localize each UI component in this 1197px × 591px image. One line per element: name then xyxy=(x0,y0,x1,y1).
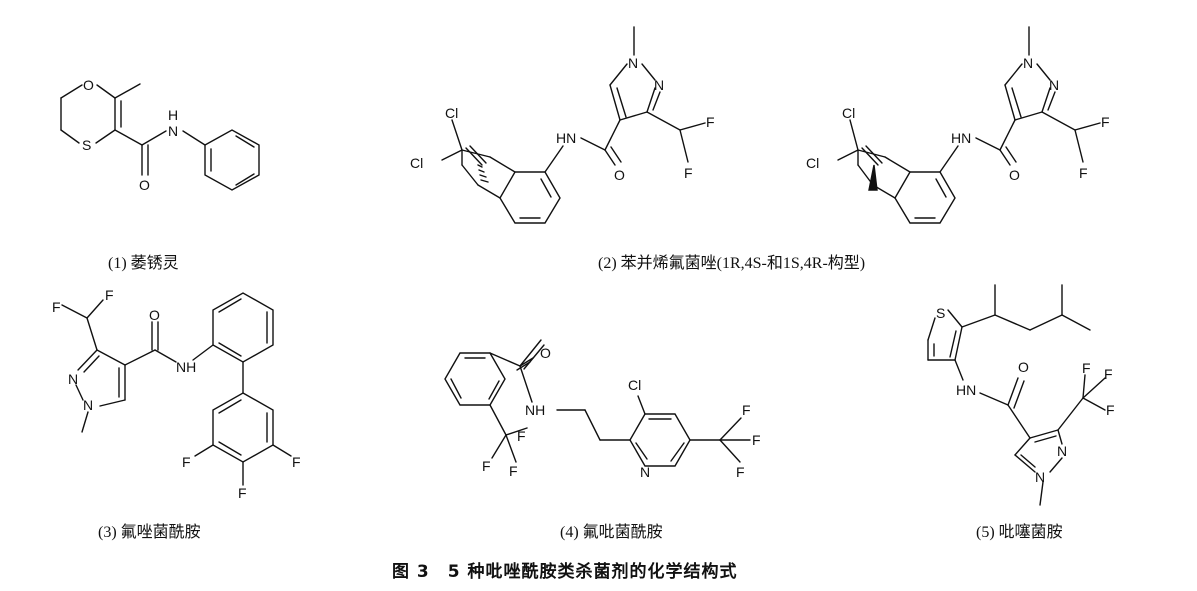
atom-o: O xyxy=(540,345,551,361)
atom-f: F xyxy=(1082,360,1091,376)
atom-f: F xyxy=(742,402,751,418)
atom-n: N xyxy=(654,77,664,93)
atom-nh: NH xyxy=(176,359,196,375)
label-benzovindiflupyr: (2) 苯并烯氟菌唑(1R,4S-和1S,4R-构型) xyxy=(598,255,866,272)
atom-n: N xyxy=(68,371,78,387)
atom-f: F xyxy=(238,485,247,501)
atom-h: H xyxy=(168,107,178,123)
atom-cl: Cl xyxy=(628,377,641,393)
atom-o: O xyxy=(139,177,150,193)
atom-hn: HN xyxy=(956,382,976,398)
atom-f: F xyxy=(52,299,61,315)
atom-n: N xyxy=(628,55,638,71)
atom-f: F xyxy=(182,454,191,470)
atom-f: F xyxy=(517,428,526,444)
atom-f: F xyxy=(105,287,114,303)
atom-hn: HN xyxy=(951,130,971,146)
atom-f: F xyxy=(1101,114,1110,130)
structure-benzovindiflupyr-a xyxy=(441,26,706,224)
structure-fluopyram xyxy=(444,339,751,467)
atom-f: F xyxy=(509,463,518,479)
atom-o: O xyxy=(1018,359,1029,375)
atom-n: N xyxy=(83,397,93,413)
atom-f: F xyxy=(1079,165,1088,181)
atom-cl: Cl xyxy=(842,105,855,121)
atom-cl: Cl xyxy=(806,155,819,171)
atom-f: F xyxy=(482,458,491,474)
atom-f: F xyxy=(736,464,745,480)
atom-f: F xyxy=(1104,366,1113,382)
atom-f: F xyxy=(706,114,715,130)
atom-f: F xyxy=(684,165,693,181)
atom-o: O xyxy=(149,307,160,323)
atom-n: N xyxy=(168,123,178,139)
figure-caption: 图 3 5 种吡唑酰胺类杀菌剂的化学结构式 xyxy=(392,557,738,582)
atom-s: S xyxy=(82,137,91,153)
atom-s: S xyxy=(936,305,945,321)
structure-fluxapyroxad xyxy=(61,292,292,486)
structure-penthiopyrad xyxy=(927,284,1106,506)
atom-n: N xyxy=(1023,55,1033,71)
atom-n: N xyxy=(1057,443,1067,459)
atom-cl: Cl xyxy=(410,155,423,171)
atom-f: F xyxy=(752,432,761,448)
atom-o: O xyxy=(83,77,94,93)
structure-carboxin xyxy=(60,83,260,191)
label-penthiopyrad: (5) 吡噻菌胺 xyxy=(976,524,1063,541)
atom-f: F xyxy=(1106,402,1115,418)
atom-cl: Cl xyxy=(445,105,458,121)
atom-o: O xyxy=(1009,167,1020,183)
atom-n: N xyxy=(1049,77,1059,93)
atom-nh: NH xyxy=(525,402,545,418)
atom-f: F xyxy=(292,454,301,470)
atom-o: O xyxy=(614,167,625,183)
label-fluxapyroxad: (3) 氟唑菌酰胺 xyxy=(98,524,201,541)
structure-benzovindiflupyr-b xyxy=(837,26,1101,224)
label-carboxin: (1) 萎锈灵 xyxy=(108,255,179,272)
label-fluopyram: (4) 氟吡菌酰胺 xyxy=(560,524,663,541)
figure-number: 图 3 xyxy=(392,562,430,582)
atom-hn: HN xyxy=(556,130,576,146)
figure-caption-text: 5 种吡唑酰胺类杀菌剂的化学结构式 xyxy=(447,562,738,582)
atom-n: N xyxy=(1035,469,1045,485)
atom-n: N xyxy=(640,464,650,480)
